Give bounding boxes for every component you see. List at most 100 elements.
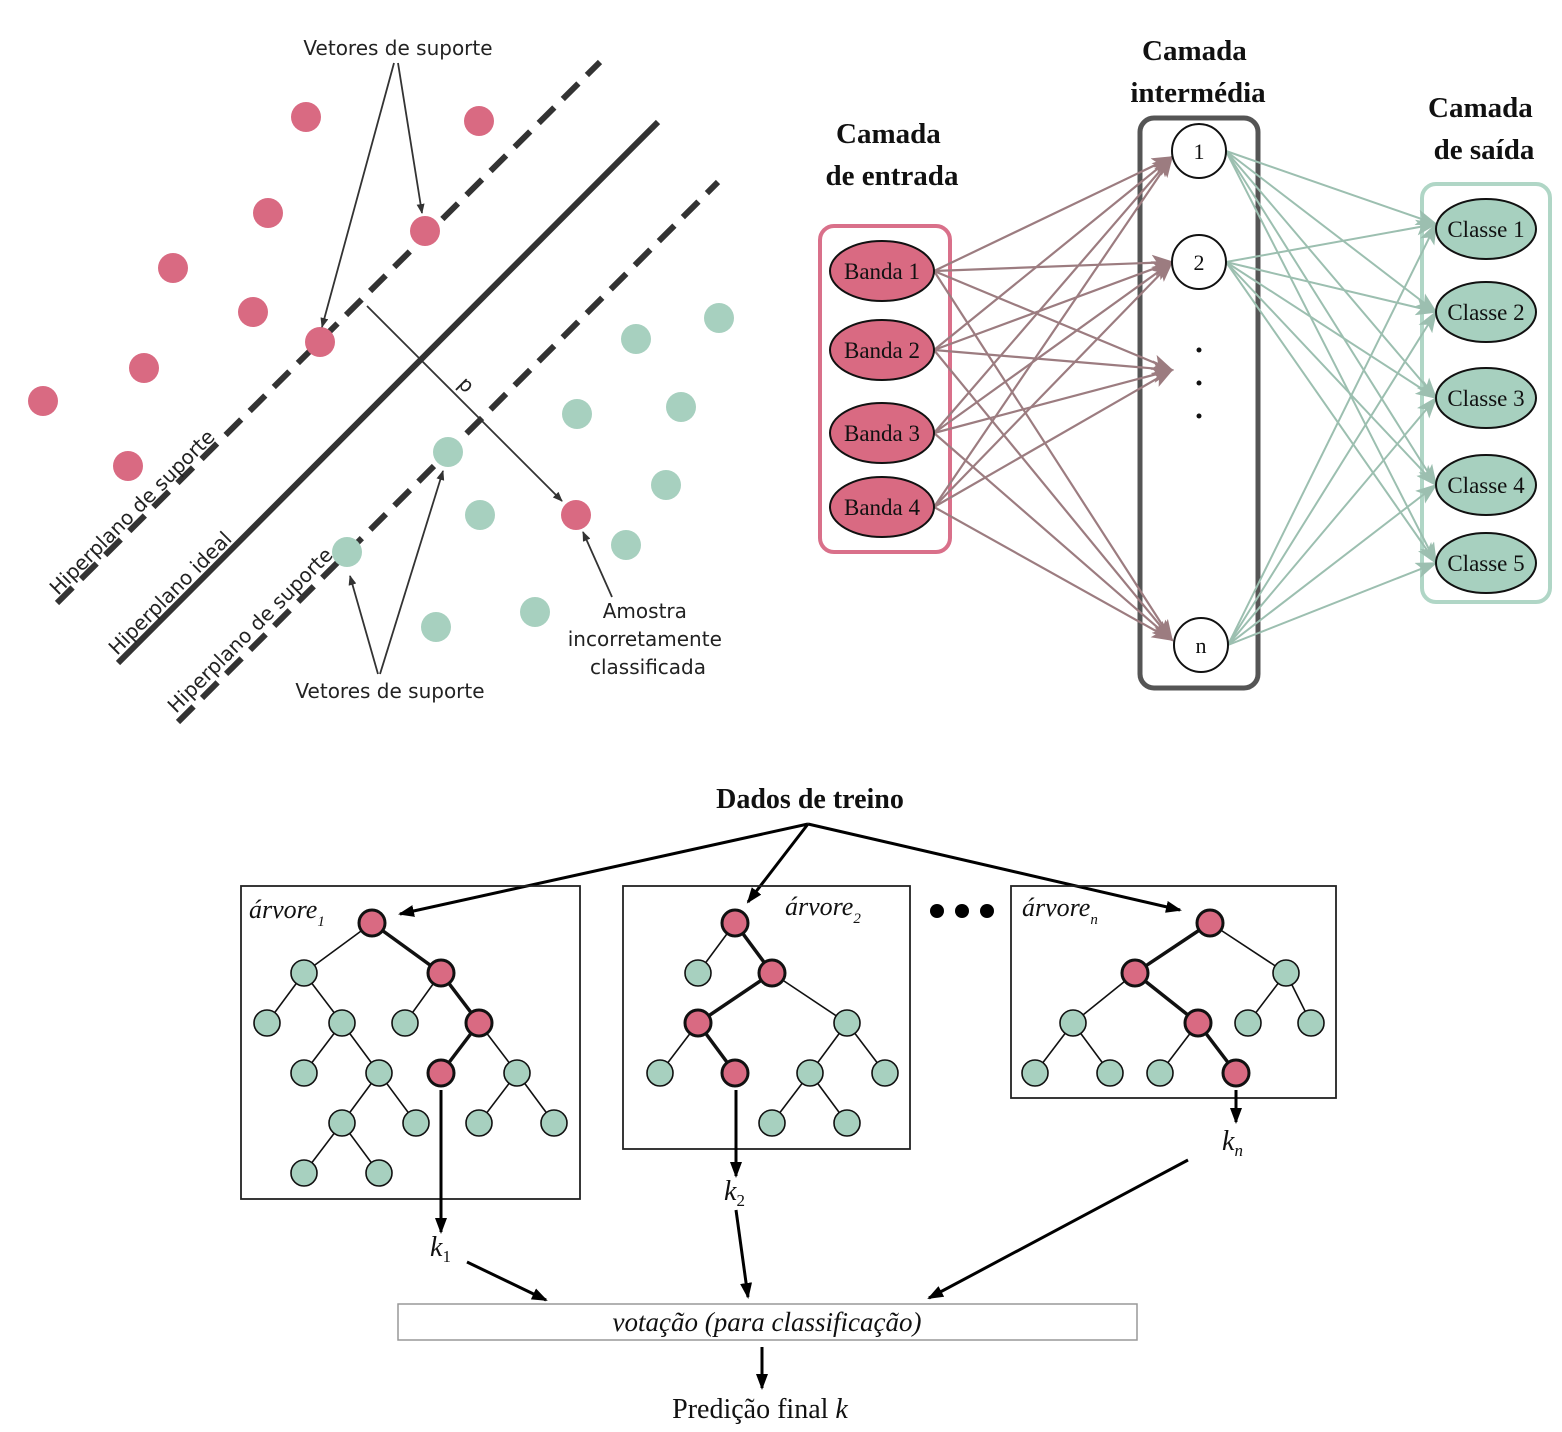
tree-node xyxy=(365,1059,393,1087)
class-b-point xyxy=(666,392,696,422)
hidden-output-edge xyxy=(1225,261,1438,487)
class-b-point xyxy=(520,597,550,627)
hidden-output-edge xyxy=(1225,150,1438,400)
decision-path-node xyxy=(1183,1008,1213,1038)
class-b-point xyxy=(465,500,495,530)
input-node-label: Banda 1 xyxy=(844,259,920,284)
class-b-points xyxy=(332,303,734,642)
output-node: Classe 1 xyxy=(1435,198,1537,260)
hidden-output-edge xyxy=(1227,310,1438,646)
tree-node xyxy=(796,1059,824,1087)
decision-path-node xyxy=(720,1058,750,1088)
class-a-point xyxy=(305,327,335,357)
input-hidden-edge xyxy=(933,155,1174,508)
ellipsis-dot xyxy=(1196,413,1202,419)
input-layer-title: Camada de entrada xyxy=(826,118,959,192)
output-node-label: Classe 3 xyxy=(1447,386,1524,411)
input-node: Banda 1 xyxy=(829,240,935,302)
tree-2-box xyxy=(622,885,911,1150)
class-b-point xyxy=(621,324,651,354)
class-a-points xyxy=(28,102,591,530)
decision-trees xyxy=(253,908,1325,1187)
hidden-output-edge xyxy=(1225,150,1437,565)
hidden-output-edge xyxy=(1225,150,1438,487)
final-prediction-label: Predição final k xyxy=(672,1394,848,1425)
class-a-point xyxy=(410,216,440,246)
tree-node xyxy=(391,1009,419,1037)
hidden-to-output-edges xyxy=(1225,150,1438,646)
output-node-label: Classe 2 xyxy=(1447,300,1524,325)
input-hidden-edge xyxy=(933,260,1174,352)
misclassified-line-1: Amostra xyxy=(603,599,687,623)
decision-path-node xyxy=(426,1058,456,1088)
class-b-point xyxy=(651,470,681,500)
tree-node xyxy=(402,1109,430,1137)
hidden-output-edge xyxy=(1227,562,1438,646)
tree-node xyxy=(290,1159,318,1187)
neural-network-diagram: Camada de entrada Camada intermédia Cama… xyxy=(818,35,1552,691)
tree-subscript: 2 xyxy=(853,911,861,927)
k1-to-vote-arrow xyxy=(466,1260,548,1302)
training-data-title: Dados de treino xyxy=(716,784,904,815)
ideal-plane-label: Hiperplano ideal xyxy=(104,527,237,660)
hidden-layer-title: Camada intermédia xyxy=(1130,35,1266,109)
input-hidden-edge xyxy=(933,369,1174,508)
input-node: Banda 4 xyxy=(829,476,935,538)
class-b-point xyxy=(421,612,451,642)
hidden-node: 2 xyxy=(1171,234,1227,290)
tree-node xyxy=(1021,1059,1049,1087)
output-title-line-2: de saída xyxy=(1434,134,1535,166)
tree-1-box xyxy=(240,885,581,1200)
tree-edge xyxy=(771,972,848,1024)
more-trees-dot xyxy=(955,904,969,918)
tree-node xyxy=(1059,1009,1087,1037)
more-trees-dot xyxy=(930,904,944,918)
tree-word: árvore xyxy=(249,895,317,924)
decision-path-node xyxy=(464,1008,494,1038)
output-node-label: Classe 5 xyxy=(1447,551,1524,576)
hidden-output-edge xyxy=(1227,396,1438,646)
ellipsis-dot xyxy=(1196,347,1202,353)
tree-edge xyxy=(1209,922,1287,974)
hidden-output-edge xyxy=(1225,261,1438,316)
class-b-point xyxy=(704,303,734,333)
input-title-line-1: Camada xyxy=(836,118,941,150)
decision-path-node xyxy=(683,1008,713,1038)
hidden-output-edge xyxy=(1227,222,1437,646)
class-a-point xyxy=(113,451,143,481)
final-text: Predição final xyxy=(672,1394,828,1425)
tree-node xyxy=(1146,1059,1174,1087)
decision-path-edge xyxy=(1134,921,1211,975)
hidden-output-edge xyxy=(1225,150,1438,314)
input-node: Banda 3 xyxy=(829,402,935,464)
support-vector-pointer xyxy=(348,575,379,675)
input-layer-box xyxy=(818,224,952,554)
decision-path-node xyxy=(757,958,787,988)
tree-2 xyxy=(646,908,899,1137)
tree-node xyxy=(540,1109,568,1137)
distance-arrow xyxy=(366,305,563,502)
k2-to-vote-arrow xyxy=(734,1209,753,1299)
decision-path-node xyxy=(426,958,456,988)
input-hidden-edge xyxy=(933,155,1174,351)
decision-path-node xyxy=(357,908,387,938)
tree-node xyxy=(833,1009,861,1037)
tree-node xyxy=(1096,1059,1124,1087)
decision-path-edge xyxy=(697,971,773,1025)
input-node-label: Banda 4 xyxy=(844,495,921,520)
tree-node xyxy=(1272,959,1300,987)
tree-word: árvore xyxy=(1022,893,1090,922)
hidden-node-label: 1 xyxy=(1194,139,1205,164)
tree-node xyxy=(328,1009,356,1037)
class-a-point xyxy=(291,102,321,132)
tree-node xyxy=(871,1059,899,1087)
tree-n-label: árvoren xyxy=(1022,893,1098,928)
tree-node xyxy=(1297,1009,1325,1037)
hidden-output-edge xyxy=(1227,483,1438,646)
hidden-node: n xyxy=(1173,617,1229,673)
tree-node xyxy=(1234,1009,1262,1037)
support-vectors-label-bottom: Vetores de suporte xyxy=(295,679,484,703)
tree-node xyxy=(465,1109,493,1137)
class-a-point xyxy=(28,386,58,416)
